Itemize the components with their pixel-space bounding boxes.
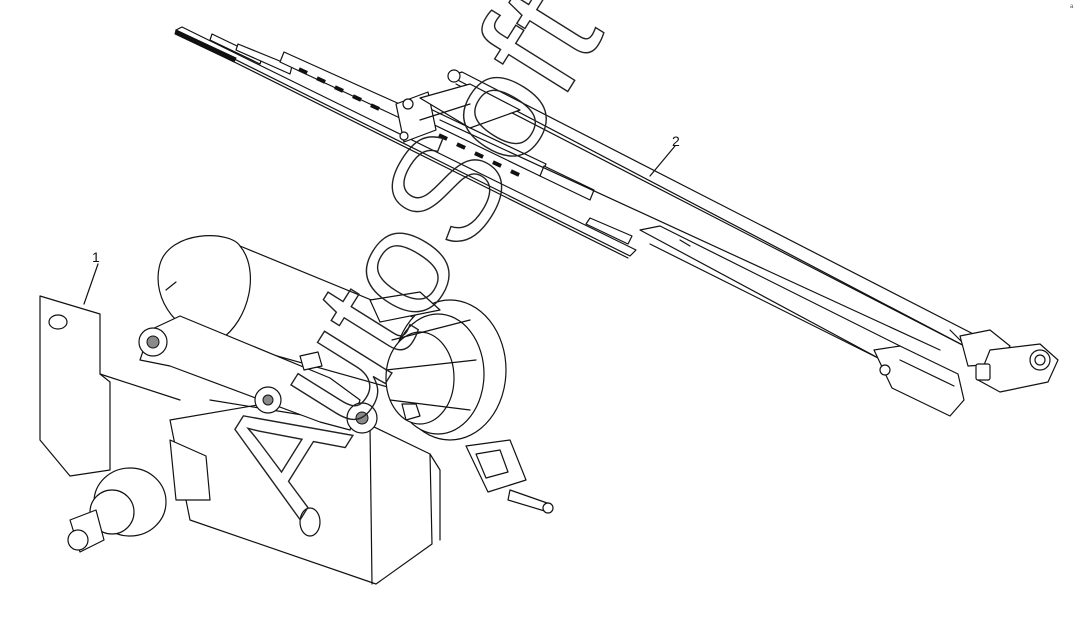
blade-slots bbox=[298, 67, 520, 177]
wiper-blade-and-arm bbox=[174, 26, 1059, 417]
callout-1: 1 bbox=[92, 249, 100, 265]
mounting-bracket bbox=[39, 295, 441, 585]
corner-mark: a bbox=[1070, 4, 1074, 10]
callout-2: 2 bbox=[672, 133, 680, 149]
crank-linkage bbox=[138, 315, 421, 434]
wiper-arm-pivot bbox=[959, 329, 1059, 393]
wiper-arm-lower bbox=[639, 225, 965, 417]
motor-connector bbox=[465, 439, 554, 514]
wiper-blade bbox=[174, 26, 637, 259]
rubber-mount bbox=[67, 439, 211, 553]
wiper-motor-assembly bbox=[39, 235, 554, 585]
